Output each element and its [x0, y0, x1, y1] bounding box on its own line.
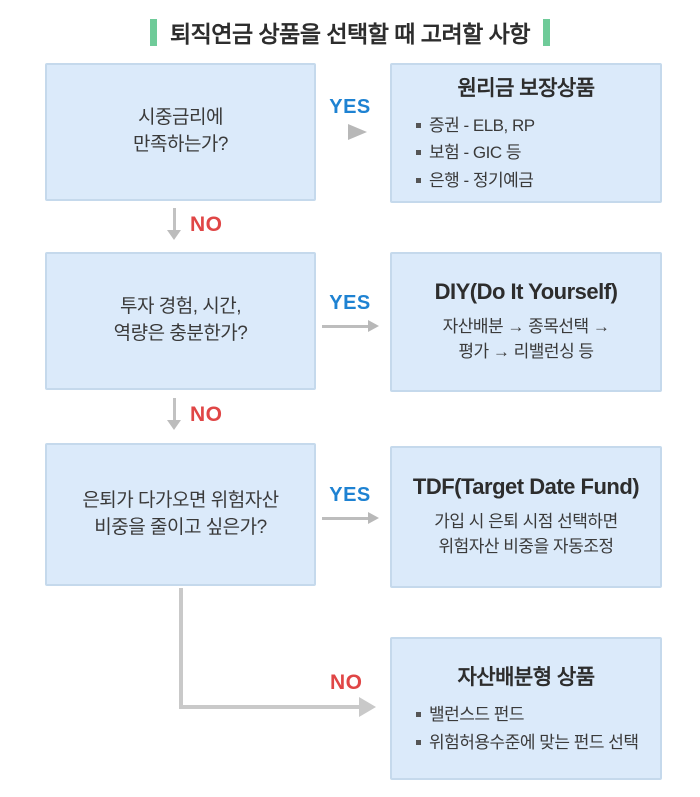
yes-connector-2: YES — [318, 293, 382, 332]
yes-label: YES — [329, 484, 371, 506]
result-box-tdf: TDF(Target Date Fund) 가입 시 은퇴 시점 선택하면 위험… — [390, 446, 662, 588]
result-box-principal-guaranteed: 원리금 보장상품 증권 - ELB, RP 보험 - GIC 등 은행 - 정기… — [390, 63, 662, 203]
result-box-diy: DIY(Do It Yourself) 자산배분 → 종목선택 → 평가 → 리… — [390, 252, 662, 392]
arrow-down-icon — [167, 398, 181, 430]
no-connector-1: NO — [167, 206, 223, 242]
question-box-market-rate: 시중금리에 만족하는가? — [45, 63, 316, 201]
arrow-head — [167, 230, 181, 240]
arrow-right-icon — [321, 320, 379, 332]
result-title: TDF(Target Date Fund) — [412, 474, 640, 500]
question-box-experience: 투자 경험, 시간, 역량은 충분한가? — [45, 252, 316, 390]
yes-connector-1: YES — [318, 97, 382, 140]
no-label: NO — [190, 212, 223, 236]
yes-label: YES — [329, 292, 371, 314]
elbow-connector-arrow-head — [359, 697, 376, 717]
arrow-down-icon — [167, 208, 181, 240]
no-label-bottom: NO — [330, 671, 363, 694]
result-title: 원리금 보장상품 — [457, 76, 595, 100]
question-box-retirement-risk: 은퇴가 다가오면 위험자산 비중을 줄이고 싶은가? — [45, 443, 316, 586]
result-item: 밸런스드 펀드 — [416, 701, 660, 729]
result-item-list: 밸런스드 펀드 위험허용수준에 맞는 펀드 선택 — [392, 701, 660, 756]
arrow-line — [321, 516, 368, 520]
result-box-asset-allocation: 자산배분형 상품 밸런스드 펀드 위험허용수준에 맞는 펀드 선택 — [390, 637, 662, 780]
result-title: DIY(Do It Yourself) — [434, 279, 618, 305]
title-accent-bar-right — [543, 18, 550, 46]
yes-label: YES — [329, 96, 371, 118]
arrow-line — [172, 398, 176, 420]
result-item-list: 증권 - ELB, RP 보험 - GIC 등 은행 - 정기예금 — [392, 112, 660, 195]
page-title-text: 퇴직연금 상품을 선택할 때 고려할 사항 — [169, 21, 531, 47]
page-title: 퇴직연금 상품을 선택할 때 고려할 사항 — [0, 14, 700, 50]
result-item: 위험허용수준에 맞는 펀드 선택 — [416, 729, 660, 757]
elbow-connector-vertical-line — [179, 588, 183, 709]
elbow-connector-horizontal-line — [179, 705, 359, 709]
arrow-right-icon — [347, 124, 367, 140]
arrow-line — [321, 324, 368, 328]
arrow-right-icon — [321, 512, 379, 524]
arrow-head — [167, 420, 181, 430]
arrow-line — [172, 208, 176, 230]
yes-connector-3: YES — [318, 485, 382, 524]
question-text: 투자 경험, 시간, 역량은 충분한가? — [113, 296, 248, 344]
arrow-head — [367, 320, 379, 332]
question-text: 은퇴가 다가오면 위험자산 비중을 줄이고 싶은가? — [82, 489, 279, 538]
result-item: 증권 - ELB, RP — [416, 112, 660, 140]
no-label: NO — [190, 402, 223, 426]
no-connector-2: NO — [167, 396, 223, 432]
title-accent-bar-left — [149, 18, 157, 46]
result-description: 자산배분 → 종목선택 → 평가 → 리밸런싱 등 — [442, 317, 610, 361]
question-text: 시중금리에 만족하는가? — [133, 107, 228, 155]
result-description: 가입 시 은퇴 시점 선택하면 위험자산 비중을 자동조정 — [434, 512, 618, 556]
result-title: 자산배분형 상품 — [457, 665, 595, 689]
result-item: 은행 - 정기예금 — [416, 167, 660, 195]
result-item: 보험 - GIC 등 — [416, 139, 660, 167]
arrow-head — [367, 512, 379, 524]
